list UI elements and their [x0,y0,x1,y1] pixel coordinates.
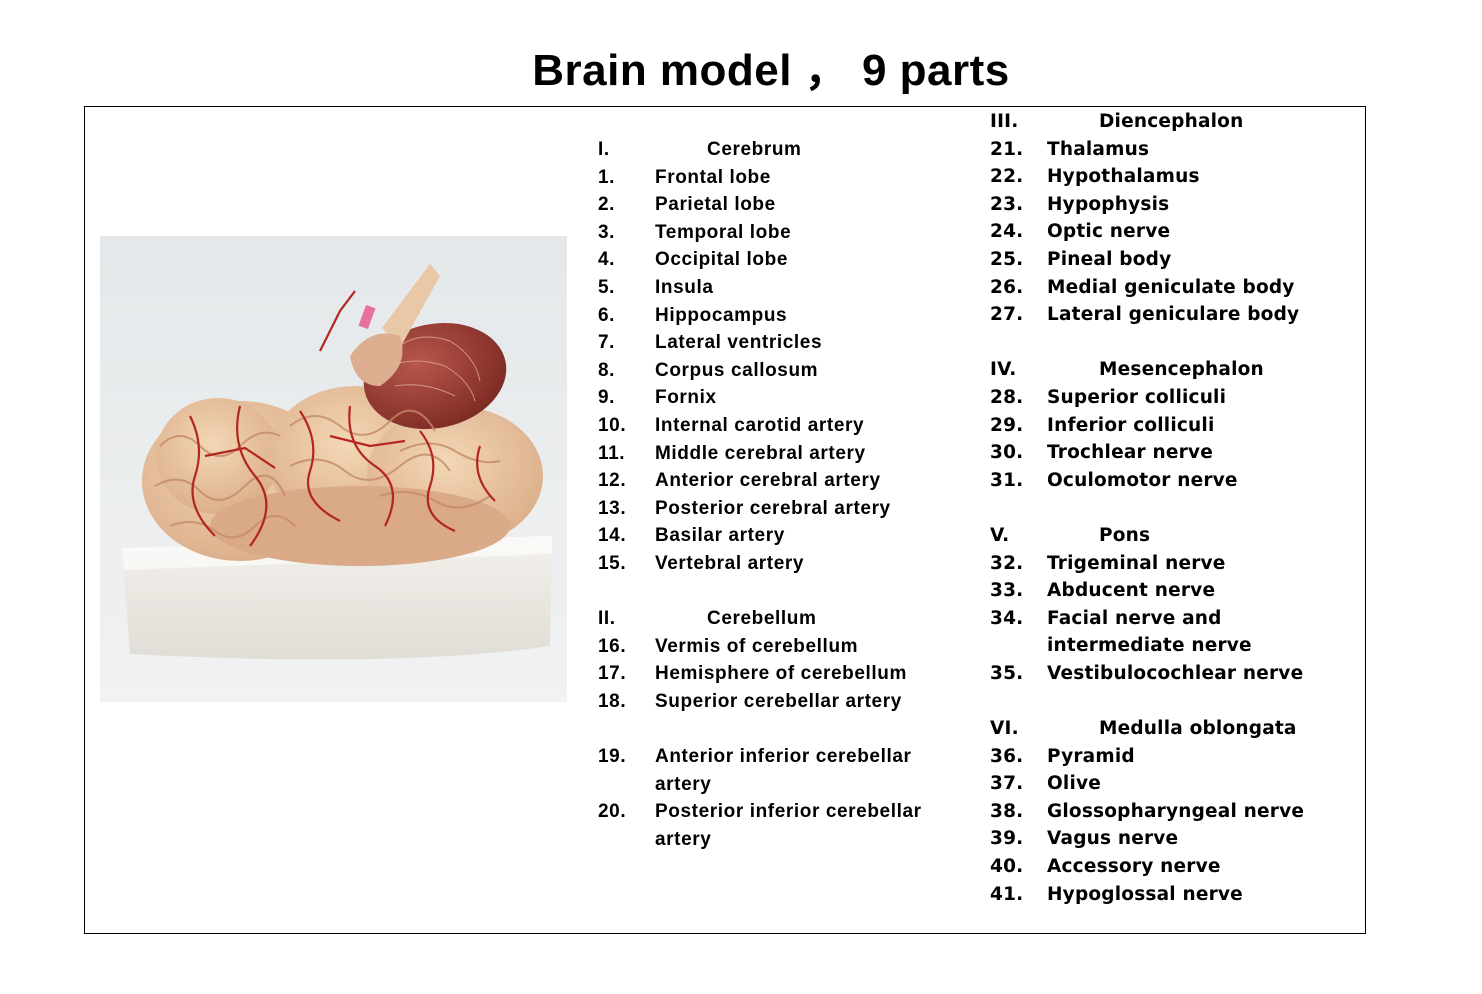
section-title: Mesencephalon [1099,359,1264,381]
list-column-right: III. Diencephalon 21.Thalamus 22.Hypothal… [990,108,1304,908]
list-item: 28.Superior colliculi [990,386,1227,408]
section-heading-pons: V. Pons [990,522,1304,550]
list-item: 16.Vermis of cerebellum [598,635,859,657]
list-item: 18.Superior cerebellar artery [598,690,902,712]
section-heading-cerebrum: I. Cerebrum [598,136,922,164]
list-item: 13.Posterior cerebral artery [598,497,891,519]
list-item: 27.Lateral geniculare body [990,304,1300,326]
list-item: 31.Oculomotor nerve [990,469,1238,491]
list-item: 33.Abducent nerve [990,580,1216,602]
list-item: 22.Hypothalamus [990,166,1200,188]
list-item: 38.Glossopharyngeal nerve [990,800,1305,822]
list-item: 23.Hypophysis [990,193,1170,215]
list-item: 41.Hypoglossal nerve [990,883,1243,905]
section-title: Diencephalon [1099,111,1244,132]
list-item-continuation: artery [655,773,712,795]
section-heading-cerebellum: II. Cerebellum [598,605,922,633]
section-heading-mesencephalon: IV. Mesencephalon [990,356,1304,384]
list-item: 9.Fornix [598,387,717,409]
list-item: 40.Accessory nerve [990,856,1221,878]
list-item: 39.Vagus nerve [990,828,1179,850]
section-title: Cerebellum [707,608,817,630]
page-title: Brain model ， 9 parts [532,46,1010,95]
list-item: 1.Frontal lobe [598,166,771,188]
section-number: VI. [990,718,1019,740]
list-item: 37.Olive [990,773,1102,795]
spacer [598,578,922,606]
section-heading-medulla-oblongata: VI. Medulla oblongata [990,715,1304,743]
list-column-left: I. Cerebrum 1.Frontal lobe 2.Parietal lob… [598,136,922,853]
list-item: 12.Anterior cerebral artery [598,470,881,492]
section-number: II. [598,608,616,630]
list-item: 17.Hemisphere of cerebellum [598,663,907,685]
list-item: 30.Trochlear nerve [990,442,1213,464]
list-item: 19.Anterior inferior cerebellar [598,746,912,768]
list-item: 24.Optic nerve [990,221,1171,243]
list-item: 21.Thalamus [990,138,1150,160]
list-item: 2.Parietal lobe [598,194,776,216]
section-title: Pons [1099,524,1151,546]
spacer [990,329,1304,357]
section-title: Cerebrum [707,139,802,160]
list-item-continuation: intermediate nerve [1047,635,1252,657]
list-item-continuation: artery [655,828,712,850]
list-item: 32.Trigeminal nerve [990,552,1226,574]
list-item: 35.Vestibulocochlear nerve [990,662,1304,684]
list-item: 10.Internal carotid artery [598,414,865,436]
list-item: 34.Facial nerve and [990,607,1222,629]
list-item: 7.Lateral ventricles [598,332,823,354]
section-number: I. [598,139,610,160]
spacer [990,494,1304,522]
list-item: 6.Hippocampus [598,304,788,326]
list-item: 25.Pineal body [990,248,1172,270]
section-heading-diencephalon: III. Diencephalon [990,108,1304,136]
list-item: 36.Pyramid [990,745,1135,767]
content-frame [84,106,1366,934]
list-item: 8.Corpus callosum [598,359,819,381]
list-item: 20.Posterior inferior cerebellar [598,801,922,823]
section-number: III. [990,111,1019,132]
section-number: V. [990,524,1010,546]
list-item: 5.Insula [598,276,714,298]
list-item: 3.Temporal lobe [598,221,792,243]
list-item: 29.Inferior colliculi [990,414,1215,436]
spacer [990,687,1304,715]
brain-model-photo [100,236,567,702]
spacer [598,715,922,743]
section-title: Medulla oblongata [1099,718,1297,740]
list-item: 14.Basilar artery [598,525,785,547]
list-item: 11.Middle cerebral artery [598,442,866,464]
list-item: 4.Occipital lobe [598,249,788,271]
list-item: 26.Medial geniculate body [990,276,1295,298]
list-item: 15.Vertebral artery [598,552,805,574]
section-number: IV. [990,359,1017,381]
